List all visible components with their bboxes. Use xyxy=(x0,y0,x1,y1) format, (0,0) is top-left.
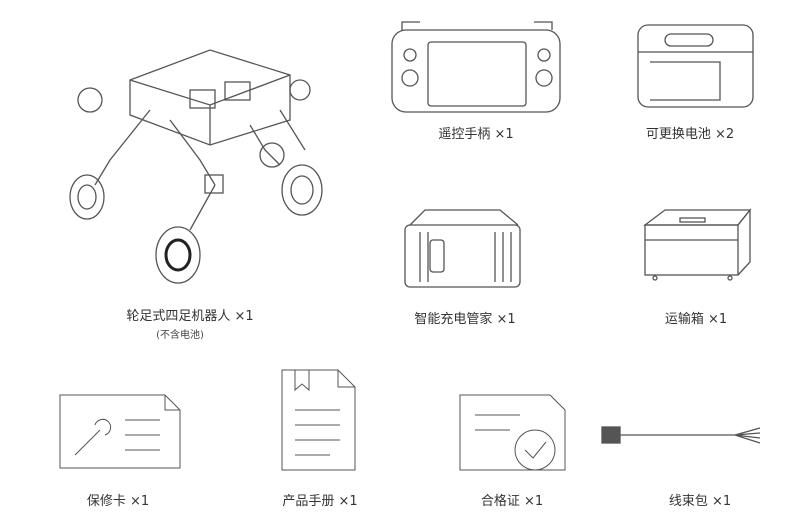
remote-label: 遥控手柄 ×1 xyxy=(438,127,514,142)
manual-label: 产品手册 ×1 xyxy=(282,494,358,509)
warranty-card-label: 保修卡 ×1 xyxy=(86,494,150,509)
battery-label: 可更换电池 ×2 xyxy=(645,127,735,142)
cable-label: 线束包 ×1 xyxy=(668,494,732,509)
charger-label: 智能充电管家 ×1 xyxy=(414,312,516,327)
robot-label: 轮足式四足机器人 ×1 xyxy=(126,309,254,324)
case-label: 运输箱 ×1 xyxy=(664,312,728,327)
certificate-label: 合格证 ×1 xyxy=(480,494,544,509)
robot-note: (不含电池) xyxy=(156,330,204,341)
